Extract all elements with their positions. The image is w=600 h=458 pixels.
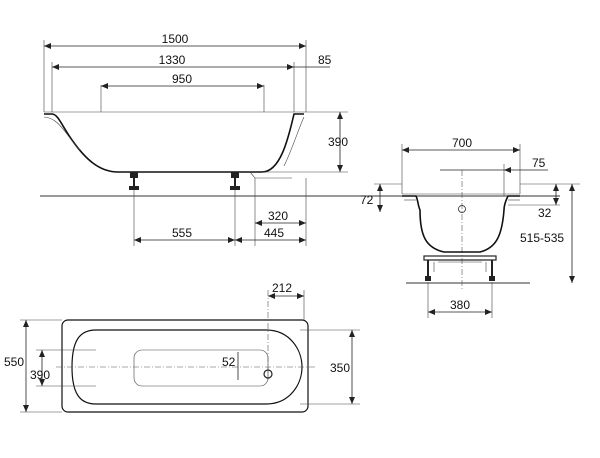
top-view: 550 390 350 212 52	[4, 281, 360, 413]
end-view: 700 75 72 32 515-535 380	[360, 136, 580, 318]
dim-390-height: 390	[328, 135, 348, 149]
dim-75: 75	[532, 156, 546, 170]
dim-32: 32	[538, 206, 552, 220]
dim-445: 445	[264, 226, 284, 240]
dim-390-top: 390	[30, 368, 50, 382]
dim-950: 950	[172, 72, 192, 86]
dim-350: 350	[330, 361, 350, 375]
dim-52: 52	[222, 355, 236, 369]
dim-320: 320	[268, 209, 288, 223]
dim-515-535: 515-535	[520, 231, 564, 245]
dim-1500: 1500	[162, 32, 189, 46]
dim-85: 85	[318, 53, 332, 67]
overflow-hole	[458, 205, 466, 213]
dim-1330: 1330	[159, 53, 186, 67]
foot-left	[129, 172, 139, 190]
tub-top-inner	[71, 329, 303, 405]
tub-side-outline	[43, 111, 306, 179]
dim-700: 700	[452, 136, 472, 150]
support-frame	[423, 255, 497, 281]
dim-380: 380	[450, 298, 470, 312]
side-view: 1500 1330 85 950 390 320 555 445	[40, 32, 392, 246]
tub-end-outline	[402, 193, 520, 253]
tub-top-outer	[61, 319, 309, 413]
dim-550: 550	[4, 355, 24, 369]
foot-right	[230, 172, 240, 190]
dim-72: 72	[360, 193, 374, 207]
dim-212: 212	[272, 281, 292, 295]
bottom-pad	[133, 349, 269, 387]
dim-555: 555	[172, 226, 192, 240]
